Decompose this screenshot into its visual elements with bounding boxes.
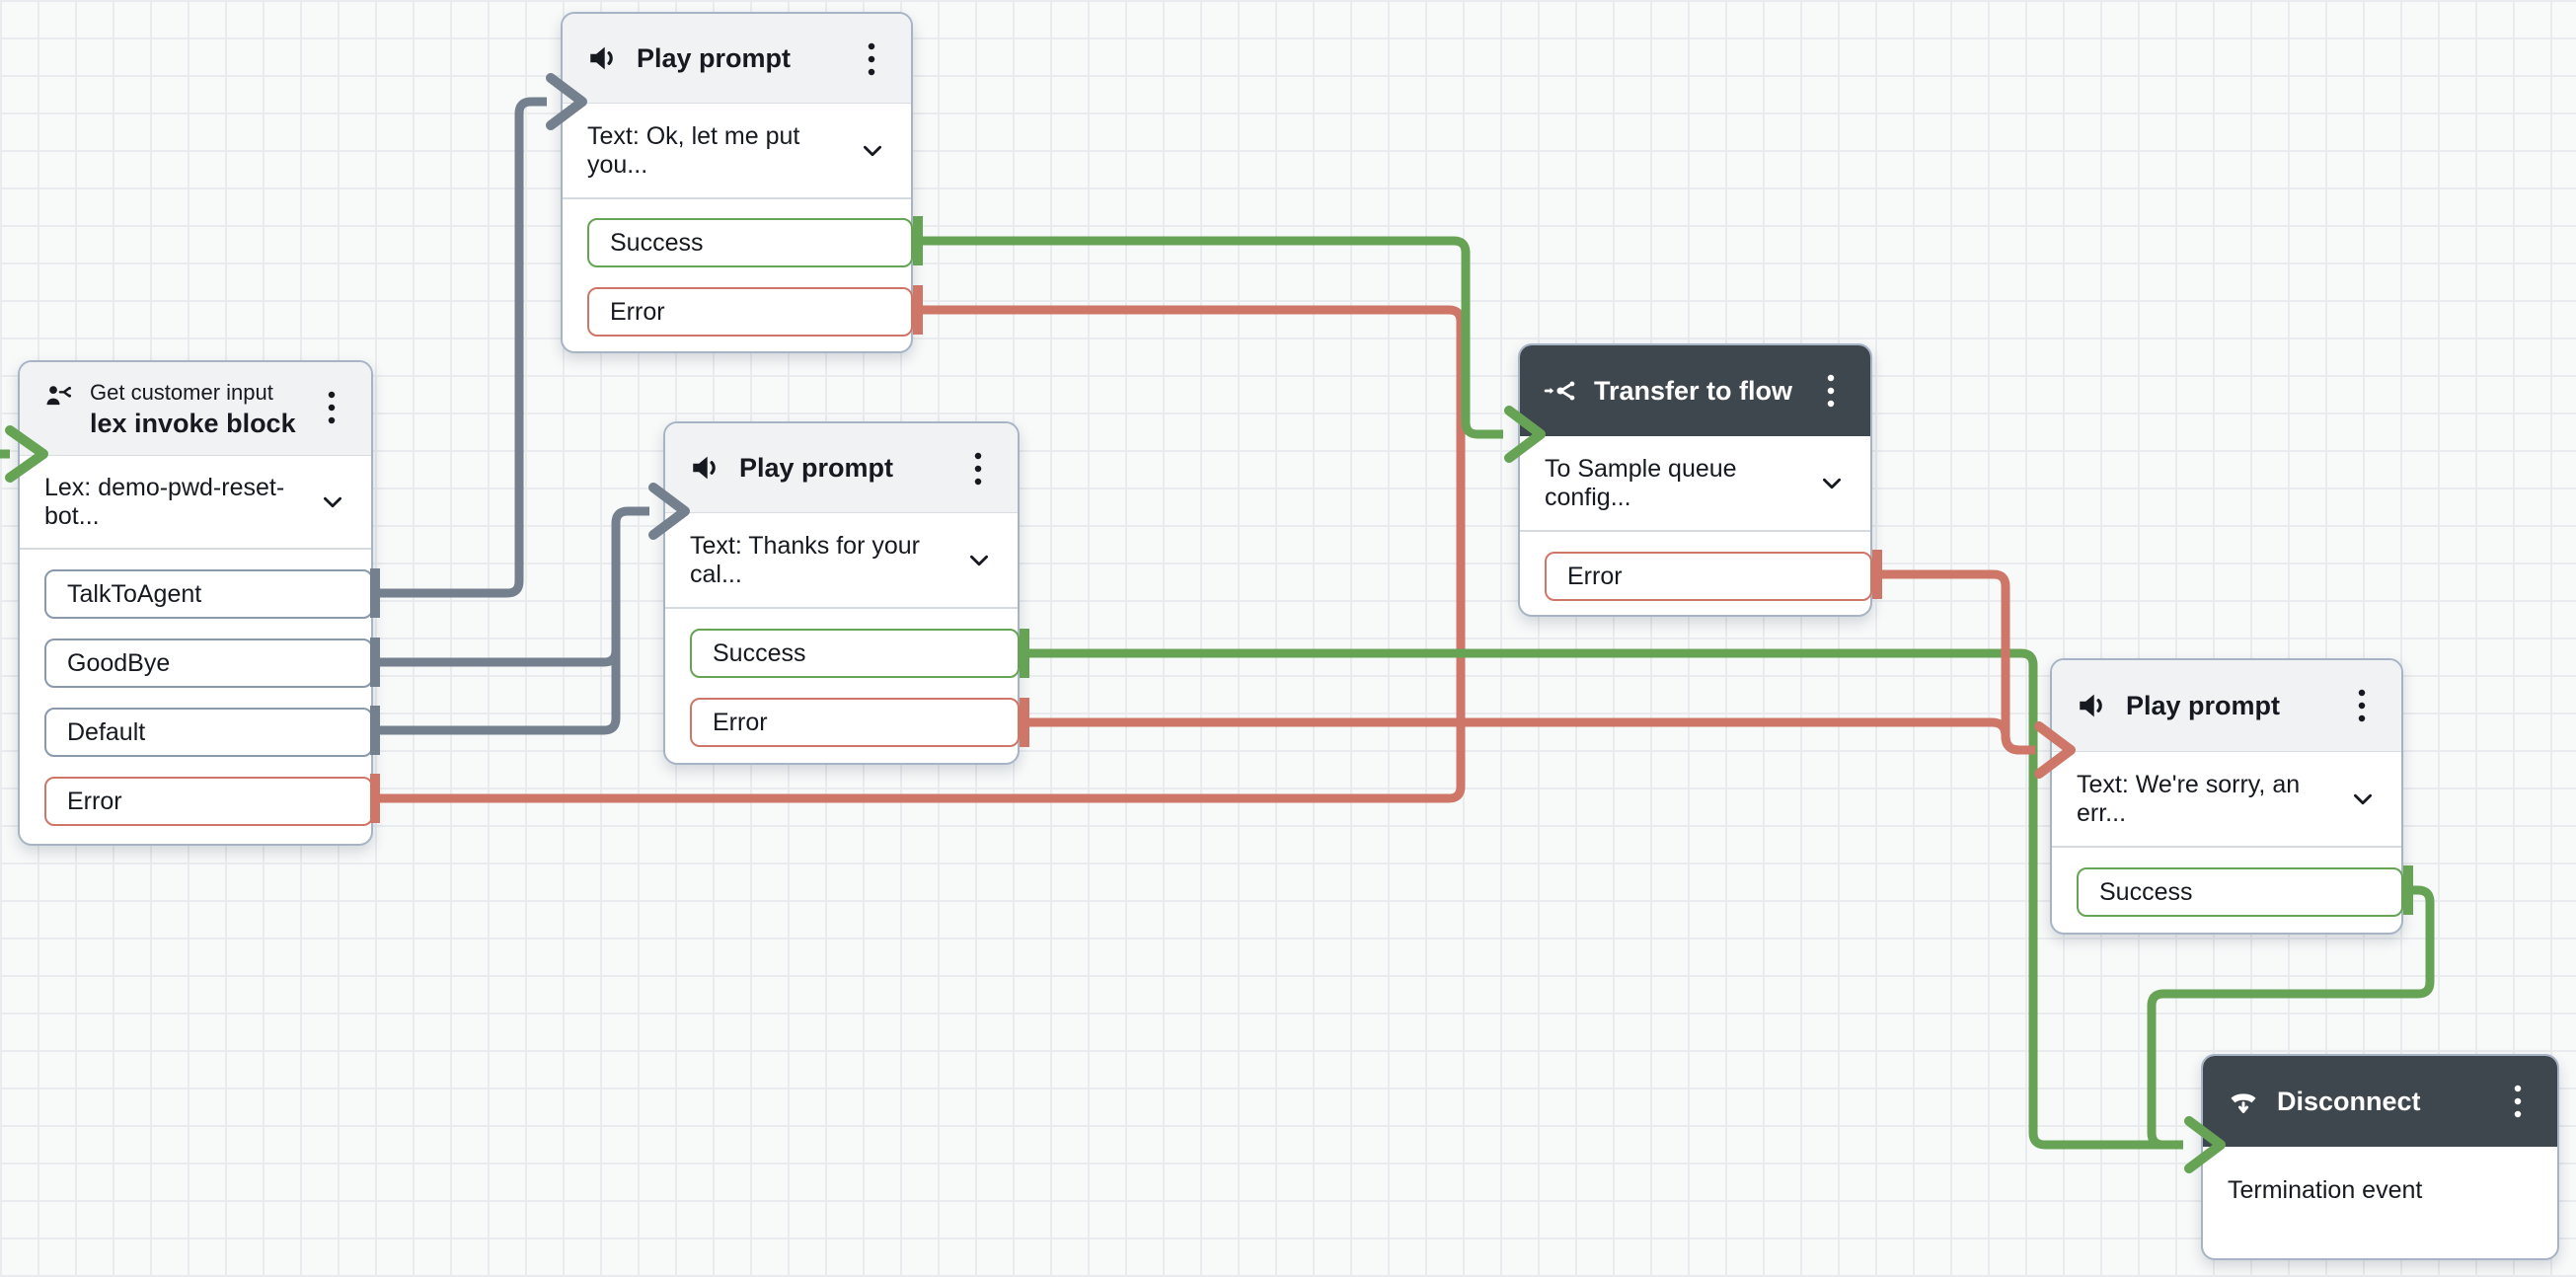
transfer-flow-icon: [1544, 374, 1577, 408]
branch-label: Success: [713, 638, 806, 667]
block-type-label: Get customer input: [90, 380, 273, 405]
block-parameter-row[interactable]: Text: Ok, let me put you...: [563, 104, 911, 199]
parameter-value: Lex: demo-pwd-reset-bot...: [44, 473, 285, 530]
speaker-icon: [689, 451, 722, 485]
chevron-down-icon: [860, 138, 885, 164]
branch-error[interactable]: Error: [690, 698, 1020, 747]
customer-input-icon: [43, 382, 73, 412]
flow-block-get-customer-input[interactable]: Get customer input lex invoke block Lex:…: [18, 360, 373, 846]
branch-label: Success: [610, 228, 704, 257]
parameter-value: To Sample queue config...: [1545, 454, 1737, 511]
branch-default[interactable]: Default: [44, 708, 373, 757]
connector-play-prompt-3-success-to-disconnect[interactable]: [2147, 885, 2435, 1150]
connector-default-to-play-prompt-2[interactable]: [375, 538, 621, 735]
kebab-menu-icon[interactable]: [852, 32, 891, 87]
connector-entry-to-get-customer-input[interactable]: [0, 425, 48, 483]
block-type-label: Play prompt: [637, 42, 792, 73]
termination-event-label: Termination event: [2228, 1176, 2423, 1204]
connector-transfer-error-to-play-prompt-3[interactable]: [1877, 569, 2035, 755]
connector-talktoagent-to-play-prompt-1[interactable]: [375, 73, 587, 598]
connector-error-to-play-prompt-3[interactable]: [1024, 717, 2076, 779]
block-type-label: Play prompt: [2126, 690, 2281, 720]
branch-label: Error: [67, 787, 122, 815]
chevron-down-icon: [320, 489, 345, 515]
branch-error[interactable]: Error: [587, 287, 913, 337]
flow-block-play-prompt-1[interactable]: Play prompt Text: Ok, let me put you... …: [561, 12, 913, 353]
block-type-label: Play prompt: [739, 452, 894, 483]
parameter-value: Text: We're sorry, an err...: [2077, 770, 2301, 827]
branch-goodbye[interactable]: GoodBye: [44, 638, 373, 688]
chevron-down-icon: [1819, 471, 1845, 496]
flow-block-play-prompt-2[interactable]: Play prompt Text: Thanks for your cal...…: [663, 421, 1020, 765]
connector-success-to-disconnect[interactable]: [1024, 648, 2226, 1173]
parameter-value: Text: Thanks for your cal...: [690, 531, 920, 588]
branch-label: GoodBye: [67, 648, 171, 677]
arrowhead-icon: [648, 483, 690, 540]
branch-label: Default: [67, 717, 146, 746]
branch-success[interactable]: Success: [690, 629, 1020, 678]
branch-talktoagent[interactable]: TalkToAgent: [44, 569, 373, 619]
arrowhead-icon: [2034, 721, 2076, 779]
speaker-icon: [2076, 689, 2109, 722]
kebab-menu-icon[interactable]: [1811, 363, 1851, 418]
branch-error[interactable]: Error: [44, 777, 373, 826]
block-header[interactable]: Play prompt: [2052, 660, 2401, 752]
kebab-menu-icon[interactable]: [958, 441, 998, 496]
block-header[interactable]: Play prompt: [665, 423, 1018, 513]
kebab-menu-icon[interactable]: [312, 380, 351, 435]
parameter-value: Text: Ok, let me put you...: [587, 121, 800, 179]
connector-goodbye-to-play-prompt-2[interactable]: [375, 483, 690, 667]
kebab-menu-icon[interactable]: [2342, 678, 2382, 733]
block-custom-name: lex invoke block: [90, 409, 296, 438]
block-type-label: Disconnect: [2277, 1086, 2421, 1116]
branch-label: Error: [713, 708, 768, 736]
branch-success[interactable]: Success: [2077, 867, 2403, 917]
connector-error-channel[interactable]: [375, 305, 1466, 803]
flow-block-disconnect[interactable]: Disconnect Termination event: [2201, 1054, 2559, 1260]
arrowhead-icon: [5, 425, 48, 483]
block-type-label: Transfer to flow: [1594, 375, 1793, 406]
block-header[interactable]: Play prompt: [563, 14, 911, 104]
block-header[interactable]: Disconnect: [2203, 1056, 2557, 1147]
block-parameter-row[interactable]: Lex: demo-pwd-reset-bot...: [20, 456, 371, 550]
speaker-icon: [586, 41, 620, 75]
chevron-down-icon: [966, 548, 992, 573]
branch-label: Error: [1567, 562, 1623, 590]
arrowhead-icon: [546, 73, 587, 130]
flow-block-play-prompt-3[interactable]: Play prompt Text: We're sorry, an err...…: [2050, 658, 2403, 935]
flow-block-transfer-to-flow[interactable]: Transfer to flow To Sample queue config.…: [1518, 343, 1872, 617]
branch-label: TalkToAgent: [67, 579, 202, 608]
branch-label: Success: [2099, 877, 2193, 906]
arrowhead-icon: [1504, 406, 1546, 463]
block-parameter-row[interactable]: Text: Thanks for your cal...: [665, 513, 1018, 609]
branch-success[interactable]: Success: [587, 218, 913, 267]
kebab-menu-icon[interactable]: [2498, 1074, 2538, 1129]
connector-success-to-transfer-to-flow[interactable]: [918, 236, 1546, 463]
block-header[interactable]: Transfer to flow: [1520, 345, 1870, 436]
branch-label: Error: [610, 297, 665, 326]
block-parameter-row[interactable]: Text: We're sorry, an err...: [2052, 752, 2401, 848]
branch-error[interactable]: Error: [1545, 552, 1872, 601]
arrowhead-icon: [2184, 1116, 2226, 1173]
chevron-down-icon: [2350, 787, 2376, 812]
block-parameter-row[interactable]: To Sample queue config...: [1520, 436, 1870, 532]
disconnect-icon: [2227, 1085, 2260, 1118]
block-header[interactable]: Get customer input lex invoke block: [20, 362, 371, 456]
